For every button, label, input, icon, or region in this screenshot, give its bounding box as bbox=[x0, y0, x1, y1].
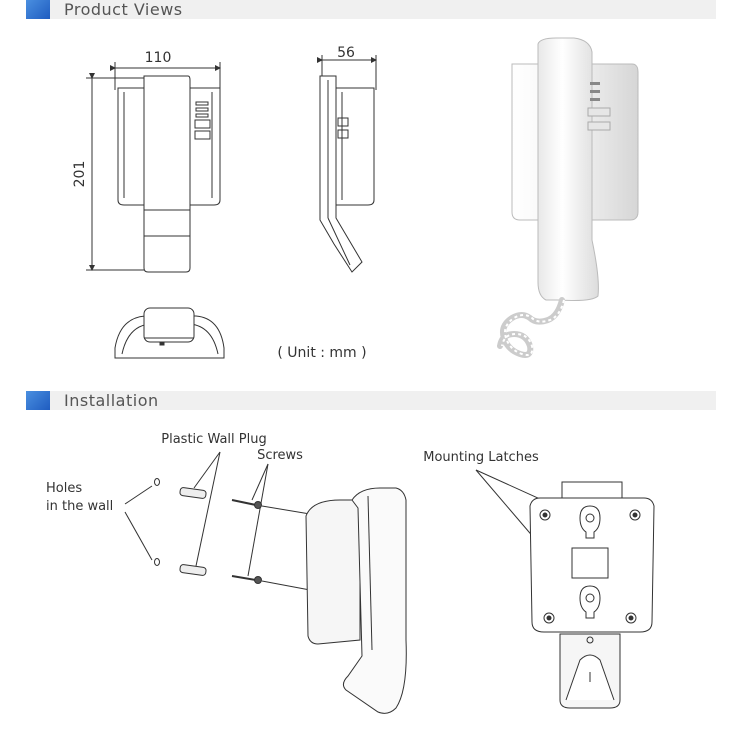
dimension-height-label: 201 bbox=[72, 161, 88, 188]
label-screws: Screws bbox=[257, 448, 303, 463]
product-photo bbox=[497, 37, 639, 358]
section-header-product-views: Product Views bbox=[26, 0, 716, 19]
dimension-width-label: 110 bbox=[145, 50, 172, 66]
front-view-drawing bbox=[86, 62, 221, 273]
mounting-plate-drawing bbox=[475, 469, 655, 709]
section-title-installation: Installation bbox=[64, 391, 159, 410]
bottom-view-drawing bbox=[114, 307, 225, 359]
section-accent-square bbox=[26, 0, 50, 19]
side-view-drawing bbox=[317, 55, 377, 273]
label-holes-line1: Holes bbox=[46, 481, 82, 496]
section-header-installation: Installation bbox=[26, 391, 716, 410]
label-holes-line2: in the wall bbox=[46, 499, 113, 514]
unit-note: ( Unit : mm ) bbox=[277, 345, 366, 361]
section-accent-square bbox=[26, 391, 50, 410]
dimension-depth-label: 56 bbox=[337, 45, 355, 61]
section-title-product-views: Product Views bbox=[64, 0, 183, 19]
label-mounting-latches: Mounting Latches bbox=[423, 450, 539, 465]
installation-exploded-drawing bbox=[124, 451, 407, 714]
label-plastic-wall-plug: Plastic Wall Plug bbox=[161, 432, 266, 447]
